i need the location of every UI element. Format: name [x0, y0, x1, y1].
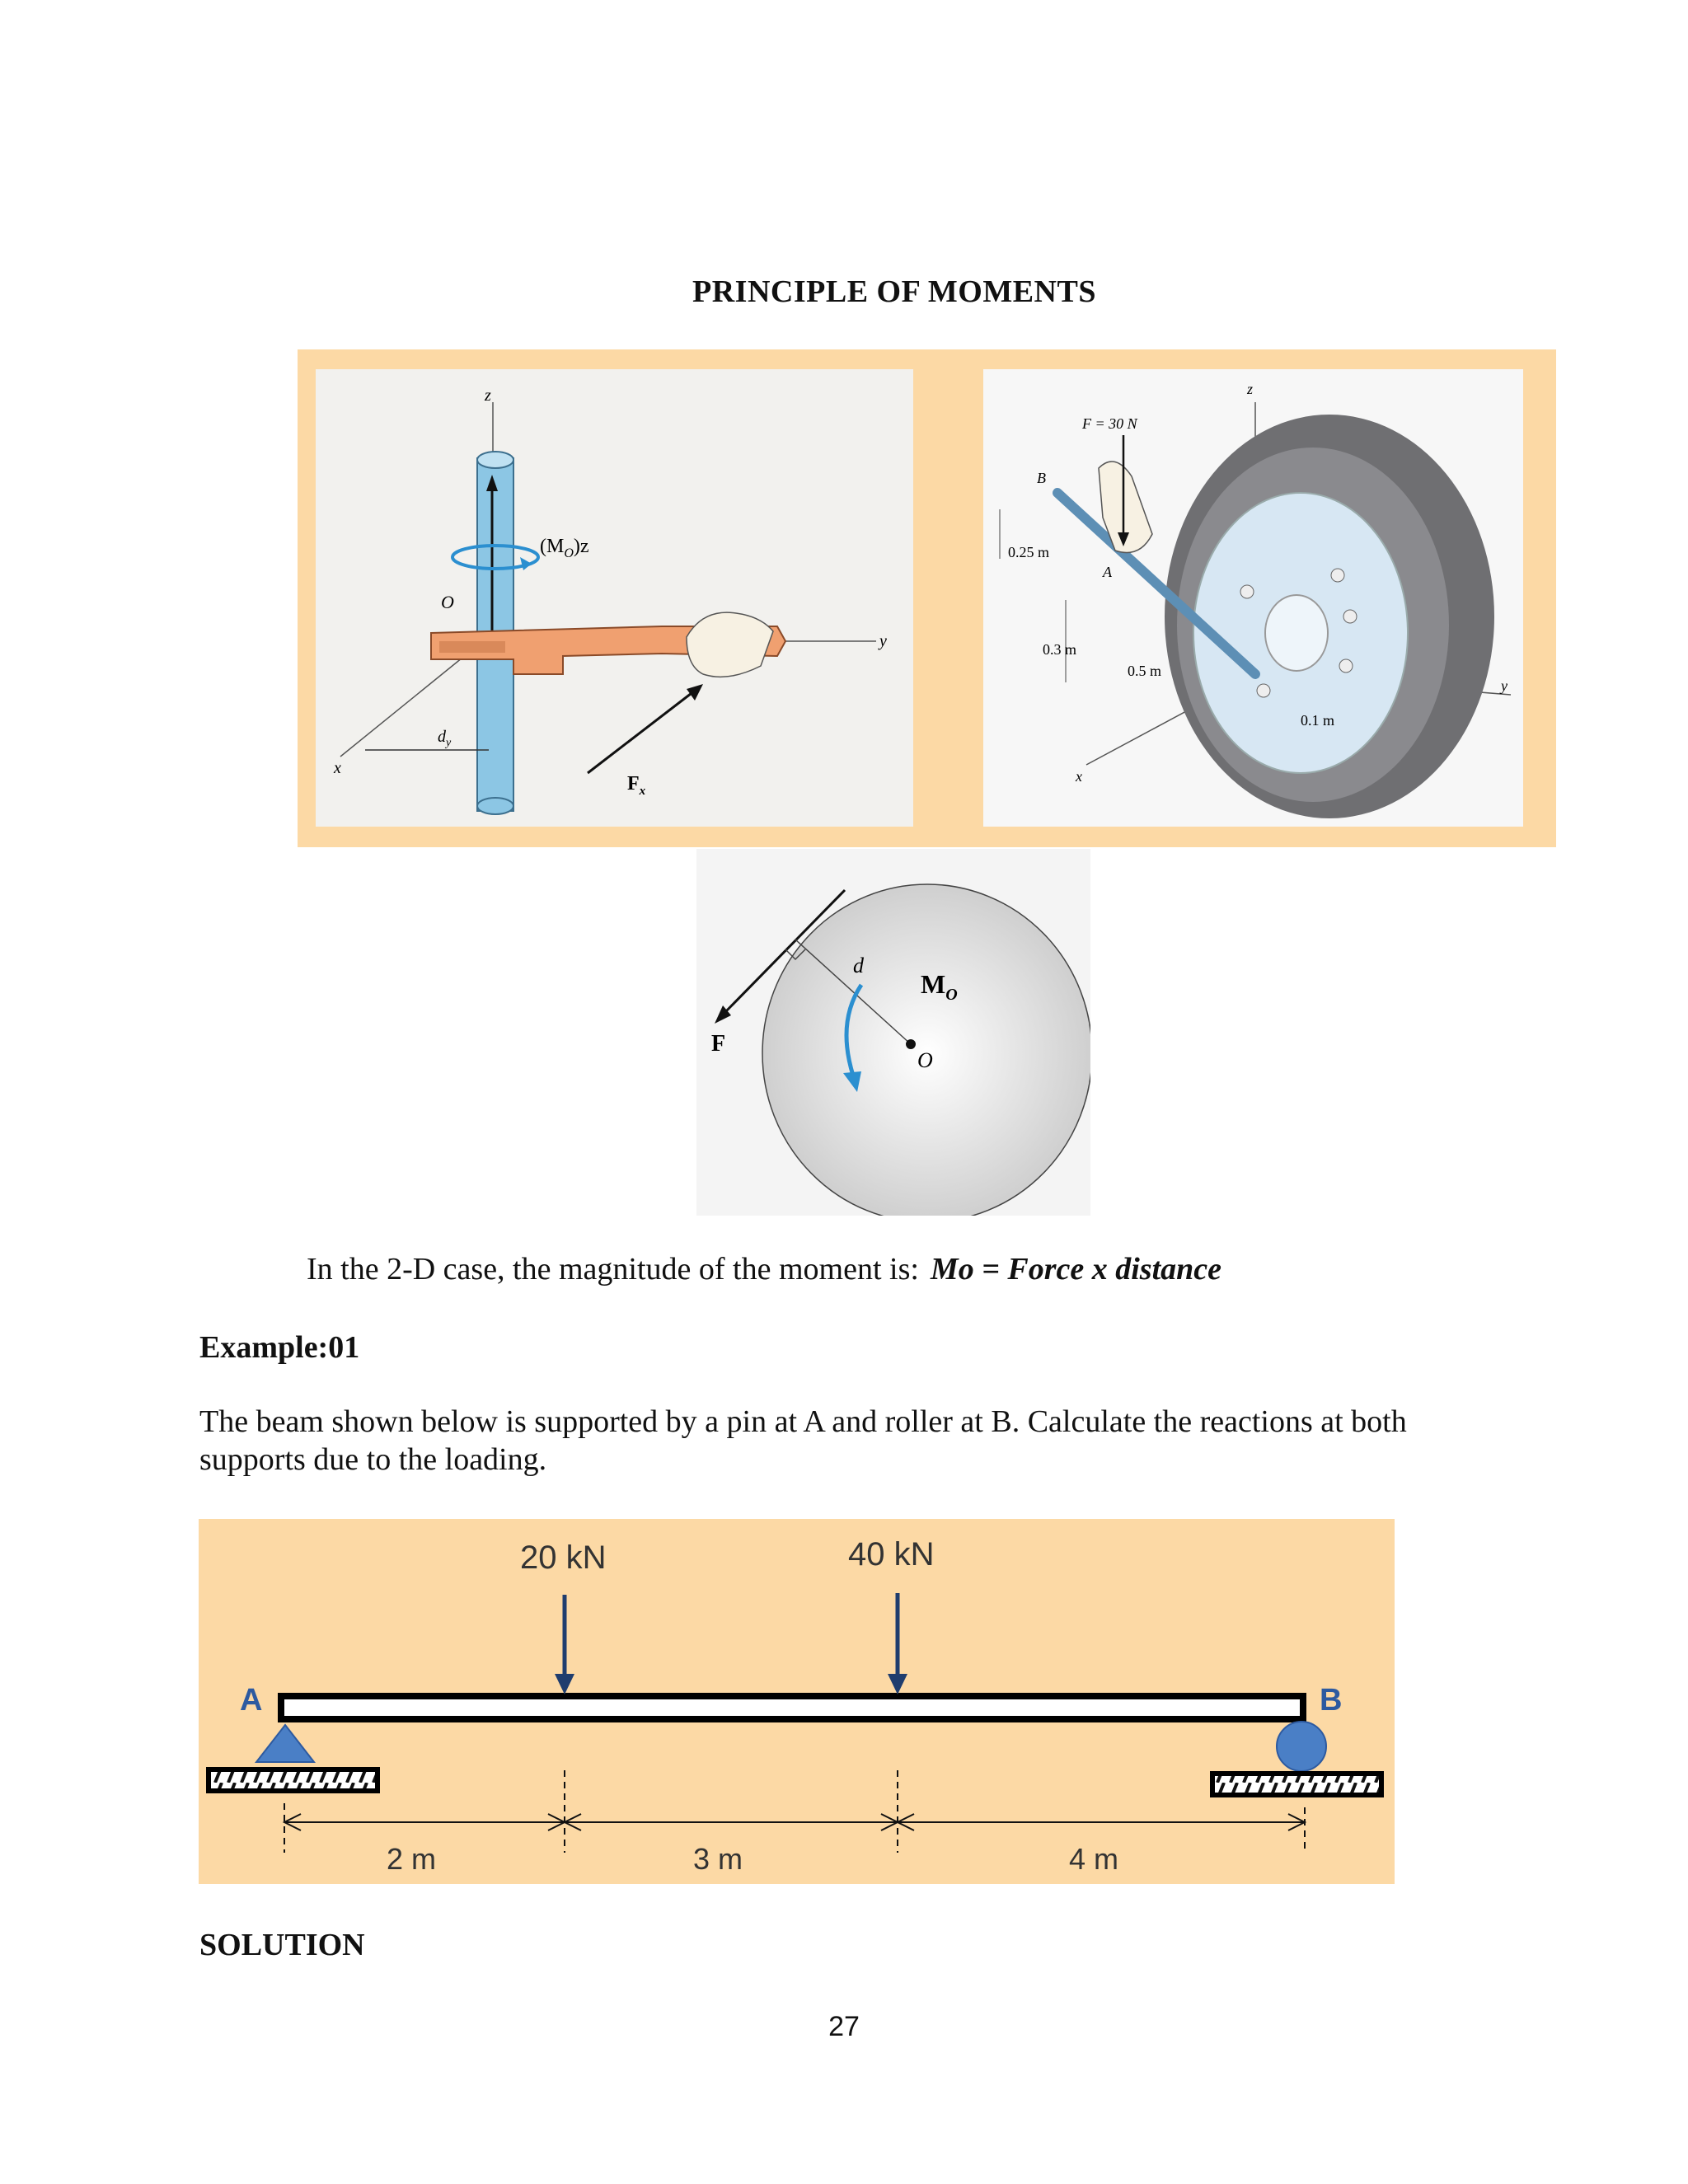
page-number: 27 — [828, 2011, 860, 2042]
support-b-label: B — [1320, 1683, 1342, 1718]
beam-diagram: A B 20 kN 40 kN 2 m 3 m 4 m — [199, 1519, 1395, 1884]
y-axis-label: y — [878, 632, 887, 650]
ground-a — [206, 1767, 380, 1793]
load-40kn-label: 40 kN — [848, 1536, 935, 1572]
distance-label: d — [853, 954, 865, 977]
load-arrow-20kn — [555, 1674, 574, 1694]
dim-0-5: 0.5 m — [1128, 663, 1161, 679]
dim-0-25: 0.25 m — [1008, 544, 1049, 560]
span-2-label: 3 m — [693, 1842, 743, 1876]
example-paragraph: The beam shown below is supported by a p… — [199, 1404, 1407, 1477]
point-b-label: B — [1037, 470, 1046, 486]
y-axis-label: y — [1499, 677, 1507, 694]
solution-heading: SOLUTION — [199, 1928, 365, 1962]
force-label: F = 30 N — [1081, 415, 1138, 432]
statement-text: In the 2-D case, the magnitude of the mo… — [307, 1252, 919, 1286]
moment-statement: In the 2-D case, the magnitude of the mo… — [307, 1251, 1221, 1287]
load-arrow-40kn — [888, 1674, 907, 1694]
origin-label: O — [917, 1048, 933, 1072]
dim-0-3: 0.3 m — [1043, 641, 1076, 658]
span-1-label: 2 m — [387, 1842, 436, 1876]
page-title: PRINCIPLE OF MOMENTS — [692, 274, 1096, 309]
pin-support-a — [254, 1723, 316, 1763]
dim-0-1: 0.1 m — [1301, 712, 1334, 729]
moment-label: MO — [921, 969, 958, 1004]
moment-circle-figure: d MO F O — [696, 849, 1093, 1223]
example-heading: Example:01 — [199, 1330, 360, 1365]
ground-b — [1210, 1771, 1384, 1797]
force-fx-label: Fx — [627, 773, 646, 798]
x-axis-label: x — [1075, 768, 1082, 785]
origin-label: O — [441, 592, 454, 612]
pipe-wrench-figure: z y x (MO)z O Fx dy — [316, 369, 913, 827]
z-axis-label: z — [1246, 381, 1253, 397]
load-20kn-label: 20 kN — [520, 1540, 607, 1576]
moment-z-label: (MO)z — [540, 536, 589, 560]
force-label: F — [711, 1031, 725, 1057]
point-a-label: A — [1102, 564, 1113, 580]
wheel-wrench-figure: z y x F = 30 N B A 0.25 m 0.3 m 0.5 m 0.… — [983, 369, 1523, 827]
support-a-label: A — [240, 1683, 262, 1718]
z-axis-label: z — [484, 387, 491, 405]
x-axis-label: x — [333, 759, 341, 777]
span-3-label: 4 m — [1069, 1842, 1118, 1876]
moment-equation: Mo = Force x distance — [930, 1252, 1221, 1286]
roller-support-b — [1276, 1721, 1327, 1772]
dy-label: dy — [438, 728, 452, 749]
